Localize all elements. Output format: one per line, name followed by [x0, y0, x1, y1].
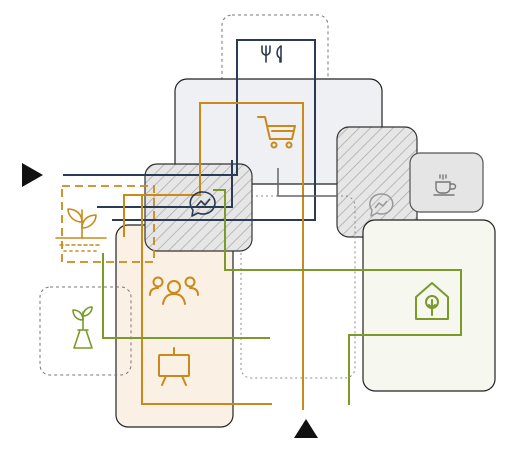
- plant-flask-icon: [72, 306, 93, 349]
- seedling-icon: [55, 208, 107, 252]
- presentation-board-icon: [158, 347, 190, 386]
- house-tree-icon: [415, 282, 449, 320]
- coffee-cup-icon: [433, 174, 457, 196]
- connector-green-2: [102, 253, 270, 339]
- fork-knife-icon: [261, 45, 282, 63]
- connector-navy-1: [63, 39, 316, 221]
- shopping-cart-icon: [257, 116, 296, 149]
- messenger-icon-faded: [369, 193, 394, 217]
- arrow-up-icon: [294, 419, 318, 438]
- panel-people: [115, 224, 234, 428]
- connector-orange-2: [141, 195, 272, 405]
- panel-seedling-dashed: [61, 185, 155, 263]
- connector-gray: [277, 168, 338, 197]
- panel-plant-flask: [39, 286, 132, 376]
- play-arrow-right-icon: [22, 163, 43, 187]
- messenger-icon: [189, 191, 216, 217]
- connector-orange-1: [123, 102, 304, 410]
- people-group-icon: [149, 276, 199, 305]
- connector-green-1: [213, 189, 462, 405]
